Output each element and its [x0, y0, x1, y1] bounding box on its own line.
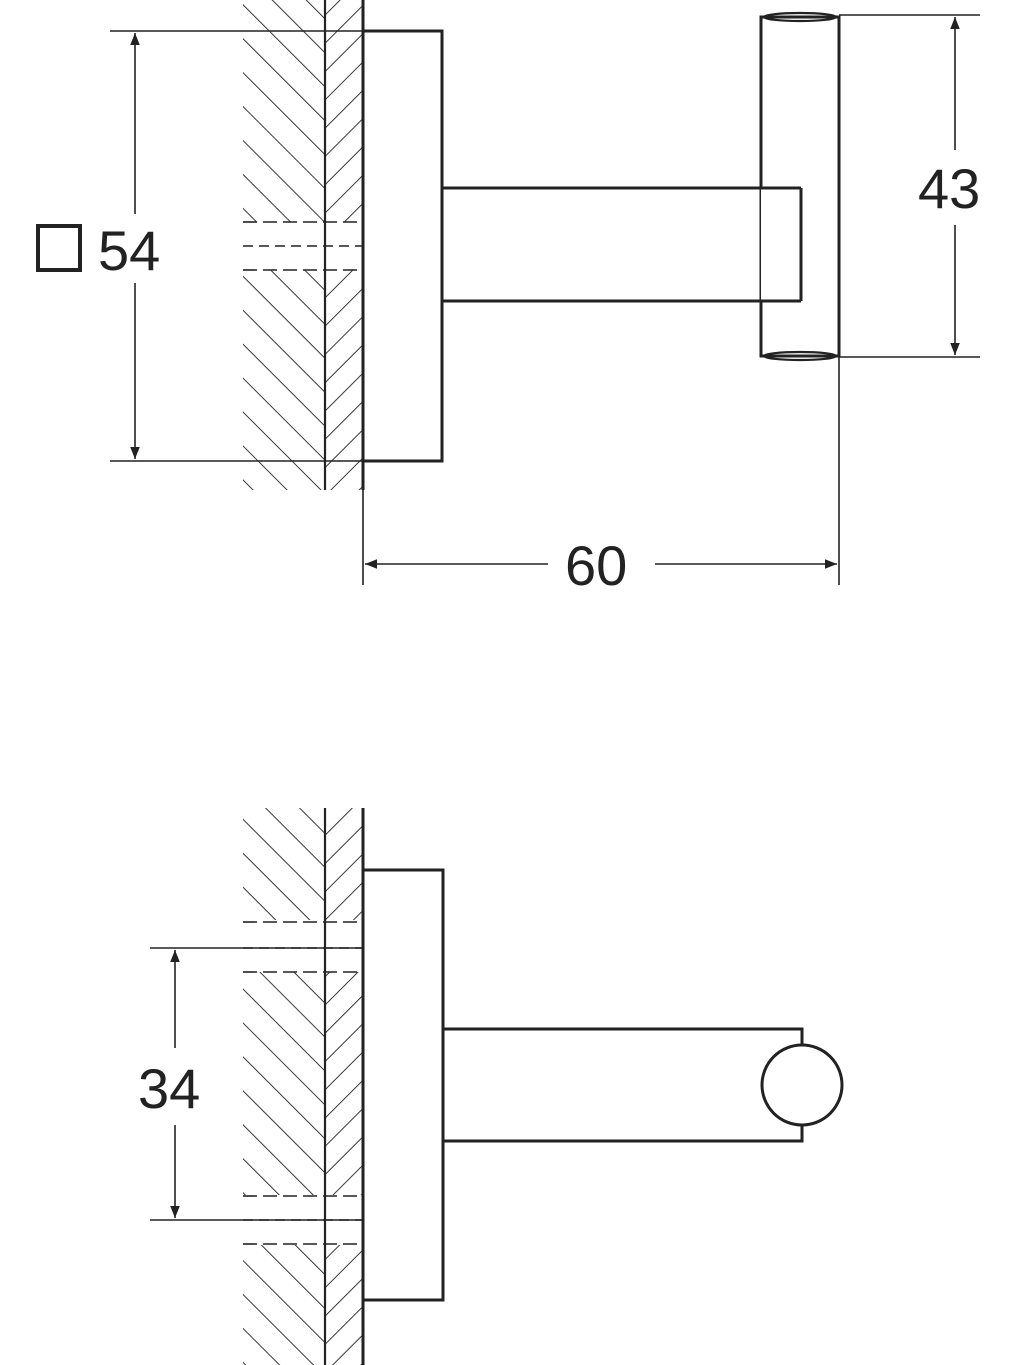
wall-section-bottom	[240, 808, 366, 1365]
hole-spacing-label: 34	[138, 1057, 200, 1120]
hook-height-label: 43	[918, 157, 980, 220]
dimension-hole-spacing: 34	[138, 947, 363, 1221]
dimension-plate-size: 54	[36, 30, 363, 462]
plate-size-label: 54	[98, 219, 160, 282]
wall-section-top	[240, 0, 366, 490]
hook-head-side	[759, 11, 841, 362]
wall-plate-top	[361, 868, 445, 1302]
wall-plate-side	[361, 29, 444, 463]
projection-label: 60	[565, 534, 627, 597]
hook-head-top	[760, 1043, 844, 1127]
hook-arm-side	[440, 186, 803, 303]
top-view: 34	[138, 808, 844, 1365]
dimension-hook-height: 43	[839, 14, 980, 358]
hook-arm-top	[441, 1027, 804, 1143]
side-view: 54 43 60	[36, 0, 980, 597]
dimension-projection: 60	[362, 357, 840, 597]
square-symbol-icon	[36, 224, 82, 272]
